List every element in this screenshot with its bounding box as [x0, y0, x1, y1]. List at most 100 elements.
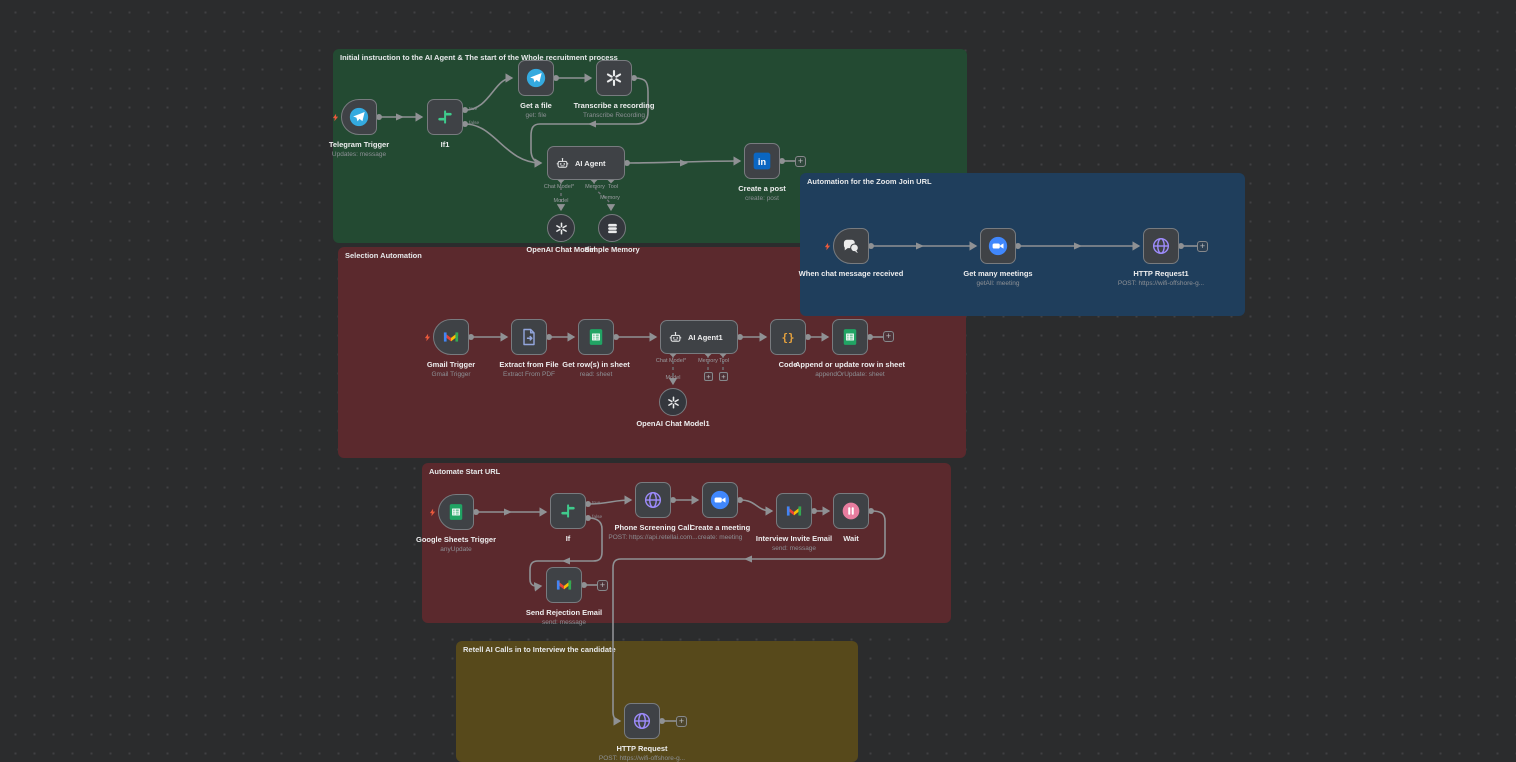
- node-title: Extract from File: [499, 360, 559, 369]
- node-subtitle: Updates: message: [331, 150, 387, 158]
- node-simple-memory[interactable]: Simple Memory: [584, 214, 640, 254]
- trigger-bolt-icon: [331, 112, 340, 123]
- node-title: AI Agent1: [688, 332, 723, 342]
- node-append-or-update-row[interactable]: Append or update row in sheet appendOrUp…: [795, 319, 905, 378]
- sticky-title: Initial instruction to the AI Agent & Th…: [340, 53, 618, 62]
- node-subtitle: send: message: [771, 544, 817, 552]
- add-memory-button[interactable]: +: [704, 372, 713, 381]
- gmail-icon: [784, 501, 804, 521]
- node-title: If: [565, 534, 571, 543]
- sheets-icon: [586, 327, 606, 347]
- node-phone-screening-call[interactable]: Phone Screening Call POST: https://api.r…: [608, 482, 698, 541]
- robot-icon: [668, 330, 683, 345]
- sticky-note-retell[interactable]: Retell AI Calls in to Interview the cand…: [456, 641, 858, 762]
- add-tool-button[interactable]: +: [719, 372, 728, 381]
- node-title: Telegram Trigger: [328, 140, 390, 149]
- sticky-note-recruitment[interactable]: Initial instruction to the AI Agent & Th…: [333, 49, 967, 243]
- add-node-button[interactable]: +: [1197, 241, 1208, 252]
- node-transcribe-a-recording[interactable]: Transcribe a recording Transcribe Record…: [574, 60, 654, 119]
- node-title: Google Sheets Trigger: [415, 535, 497, 544]
- node-http-request1[interactable]: HTTP Request1 POST: https://wifi-offshor…: [1118, 228, 1204, 287]
- document-extract-icon: [519, 327, 539, 347]
- globe-icon: [643, 490, 663, 510]
- node-title: Create a post: [738, 184, 786, 193]
- add-node-button[interactable]: +: [883, 331, 894, 342]
- if-true-label: true: [592, 501, 601, 506]
- node-subtitle: send: message: [541, 618, 587, 626]
- filter-branch-icon: [435, 107, 455, 127]
- node-when-chat-message-received[interactable]: When chat message received: [799, 228, 903, 278]
- memory-port-label: Memory: [698, 358, 718, 364]
- node-create-a-post[interactable]: Create a post create: post: [738, 143, 786, 202]
- node-subtitle: get: file: [525, 111, 547, 119]
- node-title: If1: [440, 140, 450, 149]
- node-subtitle: Transcribe Recording: [583, 111, 645, 119]
- node-gmail-trigger[interactable]: Gmail Trigger Gmail Trigger: [427, 319, 475, 378]
- tool-port-label: Tool: [607, 184, 619, 190]
- add-node-button[interactable]: +: [795, 156, 806, 167]
- telegram-icon: [526, 68, 546, 88]
- node-subtitle: create: post: [745, 194, 779, 202]
- tool-port-label: Tool: [718, 358, 730, 364]
- zoom-icon: [710, 490, 730, 510]
- sheets-icon: [840, 327, 860, 347]
- node-send-rejection-email[interactable]: Send Rejection Email send: message: [526, 567, 602, 626]
- node-code[interactable]: Code: [770, 319, 806, 369]
- subnode-connections: [556, 180, 724, 386]
- gmail-icon: [554, 575, 574, 595]
- node-title: Send Rejection Email: [525, 608, 603, 617]
- gmail-icon: [441, 327, 461, 347]
- node-interview-invite-email[interactable]: Interview Invite Email send: message: [756, 493, 832, 552]
- node-subtitle: POST: https://wifi-offshore-g...: [598, 754, 686, 762]
- node-ai-agent1[interactable]: AI Agent1: [660, 320, 738, 354]
- node-title: OpenAI Chat Model1: [636, 419, 710, 428]
- sheets-icon: [446, 502, 466, 522]
- node-ai-agent[interactable]: AI Agent: [547, 146, 625, 180]
- node-title: Code: [778, 360, 798, 369]
- node-subtitle: anyUpdate: [440, 545, 472, 553]
- node-title: HTTP Request: [616, 744, 668, 753]
- node-telegram-trigger[interactable]: Telegram Trigger Updates: message: [329, 99, 389, 158]
- node-if[interactable]: If: [550, 493, 586, 543]
- node-google-sheets-trigger[interactable]: Google Sheets Trigger anyUpdate: [416, 494, 496, 553]
- node-subtitle: Gmail Trigger: [431, 370, 471, 378]
- node-subtitle: Extract From PDF: [502, 370, 555, 378]
- chat-model-port-label: Chat Model*: [543, 184, 575, 190]
- output-ports: [376, 75, 1184, 724]
- node-get-rows-in-sheet[interactable]: Get row(s) in sheet read: sheet: [562, 319, 630, 378]
- node-create-a-meeting[interactable]: Create a meeting create: meeting: [690, 482, 750, 541]
- node-extract-from-file[interactable]: Extract from File Extract From PDF: [499, 319, 559, 378]
- node-title: Phone Screening Call: [614, 523, 692, 532]
- node-openai-chat-model1[interactable]: OpenAI Chat Model1: [636, 388, 710, 428]
- add-node-button[interactable]: +: [676, 716, 687, 727]
- openai-icon: [554, 221, 569, 236]
- if-false-label: false: [592, 515, 603, 520]
- main-connections: [379, 73, 1197, 726]
- node-subtitle: POST: https://api.retellai.com...: [608, 533, 698, 541]
- code-braces-icon: [778, 327, 798, 347]
- node-title: Create a meeting: [689, 523, 751, 532]
- node-subtitle: getAll: meeting: [976, 279, 1020, 287]
- mid-arrows: [396, 113, 1082, 565]
- if1-false-label: false: [469, 121, 480, 126]
- add-node-button[interactable]: +: [597, 580, 608, 591]
- sticky-note-start-url[interactable]: Automate Start URL: [422, 463, 951, 623]
- node-title: HTTP Request1: [1133, 269, 1189, 278]
- node-if1[interactable]: If1: [427, 99, 463, 149]
- node-title: Interview Invite Email: [755, 534, 833, 543]
- memory-port-label: Memory: [585, 184, 605, 190]
- trigger-bolt-icon: [823, 241, 832, 252]
- telegram-icon: [349, 107, 369, 127]
- node-get-many-meetings[interactable]: Get many meetings getAll: meeting: [963, 228, 1033, 287]
- node-http-request[interactable]: HTTP Request POST: https://wifi-offshore…: [599, 703, 685, 762]
- node-title: Append or update row in sheet: [794, 360, 905, 369]
- globe-icon: [1151, 236, 1171, 256]
- node-openai-chat-model[interactable]: OpenAI Chat Model: [526, 214, 596, 254]
- trigger-bolt-icon: [428, 507, 437, 518]
- node-title: Gmail Trigger: [426, 360, 476, 369]
- node-subtitle: appendOrUpdate: sheet: [815, 370, 885, 378]
- node-wait[interactable]: Wait: [833, 493, 869, 543]
- node-get-a-file[interactable]: Get a file get: file: [518, 60, 554, 119]
